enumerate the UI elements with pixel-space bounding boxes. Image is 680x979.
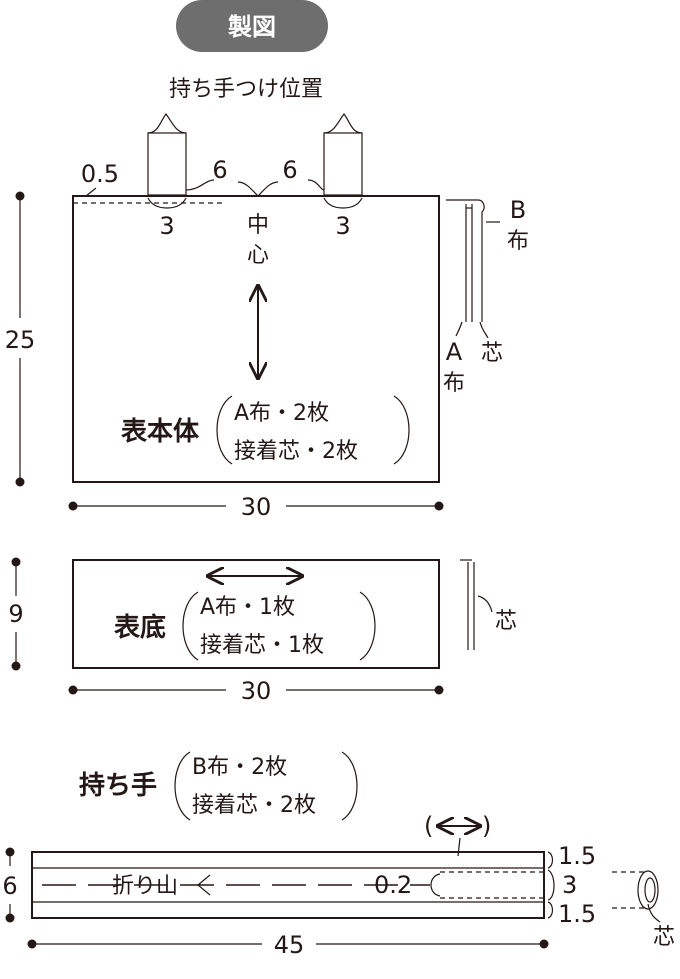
title-badge: 製図	[176, 0, 328, 52]
gap-right-dim: 6	[282, 156, 297, 184]
handle-strip-left	[147, 132, 187, 196]
title-badge-text: 製図	[228, 13, 276, 41]
seam-allowance-dim: 0.5	[81, 160, 119, 188]
bottom-interfacing-label: 芯	[495, 609, 517, 634]
body-material-line2: 接着芯・2枚	[234, 439, 358, 464]
bottom-width-dot-right	[434, 685, 444, 695]
handle-grain-leader	[457, 837, 461, 857]
bottom-piece-outline	[72, 559, 440, 669]
handle-mid-dim: 3	[562, 871, 577, 899]
center-label-char1: 中	[247, 213, 269, 238]
handle-roll-sketch	[612, 870, 661, 923]
handle-fold-mark	[197, 874, 211, 896]
handle-width-brace-left	[147, 197, 187, 209]
gap-left-brace	[185, 179, 215, 191]
bottom-paren-left	[182, 591, 199, 661]
handle-height-dim: 6	[2, 872, 17, 900]
handle-top-dim: 1.5	[558, 842, 596, 870]
body-width-dot-left	[68, 501, 78, 511]
handle-strip-right	[323, 132, 363, 196]
body-piece-outline	[72, 195, 440, 483]
handle-paren-left	[174, 751, 191, 821]
body-material-line1: A布・2枚	[234, 401, 329, 426]
bottom-piece-name: 表底	[114, 612, 166, 643]
layer-b-label2: 布	[507, 229, 529, 254]
body-height-dot-top	[15, 191, 25, 201]
body-piece-name: 表本体	[121, 417, 200, 447]
handle-fold-label: 折り山	[112, 874, 178, 899]
gap-left-dim: 6	[212, 156, 227, 184]
handle-grain-paren-close: )	[482, 812, 491, 840]
handle-piece-name: 持ち手	[79, 771, 157, 801]
handle-width-dim: 45	[274, 931, 305, 959]
handle-material-line1: B布・2枚	[192, 755, 287, 780]
layer-a-label: A	[446, 338, 463, 366]
gap-right-brace	[307, 179, 325, 191]
body-paren-left	[216, 395, 233, 465]
bottom-width-dot-left	[68, 685, 78, 695]
bottom-height-dim: 9	[8, 600, 23, 628]
bottom-paren-right	[359, 591, 376, 661]
center-brace	[237, 181, 279, 197]
handle-bottom-dim: 1.5	[558, 900, 596, 928]
seam-allowance-leader	[85, 187, 97, 197]
handle-material-line2: 接着芯・2枚	[192, 793, 316, 818]
handle-width-dot-left	[27, 939, 37, 949]
body-height-dim: 25	[5, 326, 36, 354]
handle-width-left-dim: 3	[159, 212, 174, 240]
handle-offset-dim: 0.2	[374, 871, 412, 899]
handle-width-dot-right	[539, 939, 549, 949]
handle-width-brace-right	[323, 197, 363, 209]
body-width-dim: 30	[241, 493, 272, 521]
bottom-layer-section	[460, 559, 493, 650]
handle-paren-right	[341, 751, 358, 821]
handle-position-brace-right	[323, 112, 363, 134]
handle-mid-brace	[547, 869, 555, 901]
handle-piece-outline	[31, 851, 545, 919]
handle-bottom-brace	[547, 901, 554, 919]
handle-position-brace-left	[147, 112, 187, 134]
body-height-dot-bottom	[15, 477, 25, 487]
body-layer-section	[446, 199, 500, 339]
handle-position-label: 持ち手つけ位置	[169, 77, 323, 102]
handle-grain-paren-open: (	[424, 812, 433, 840]
center-label-char2: 心	[247, 243, 269, 268]
handle-interfacing-label: 芯	[653, 925, 675, 950]
bottom-material-line1: A布・1枚	[200, 595, 295, 620]
body-paren-right	[393, 395, 410, 465]
layer-interfacing-label: 芯	[481, 341, 503, 366]
bottom-height-dot-top	[11, 557, 21, 567]
body-width-dot-right	[434, 501, 444, 511]
bottom-material-line2: 接着芯・1枚	[200, 633, 324, 658]
layer-a-label2: 布	[443, 371, 465, 396]
bottom-width-dim: 30	[241, 677, 272, 705]
layer-b-label: B	[510, 196, 526, 224]
bottom-height-dot-bottom	[11, 661, 21, 671]
handle-offset-brace	[430, 873, 441, 897]
handle-width-right-dim: 3	[335, 212, 350, 240]
handle-top-brace	[547, 851, 554, 869]
